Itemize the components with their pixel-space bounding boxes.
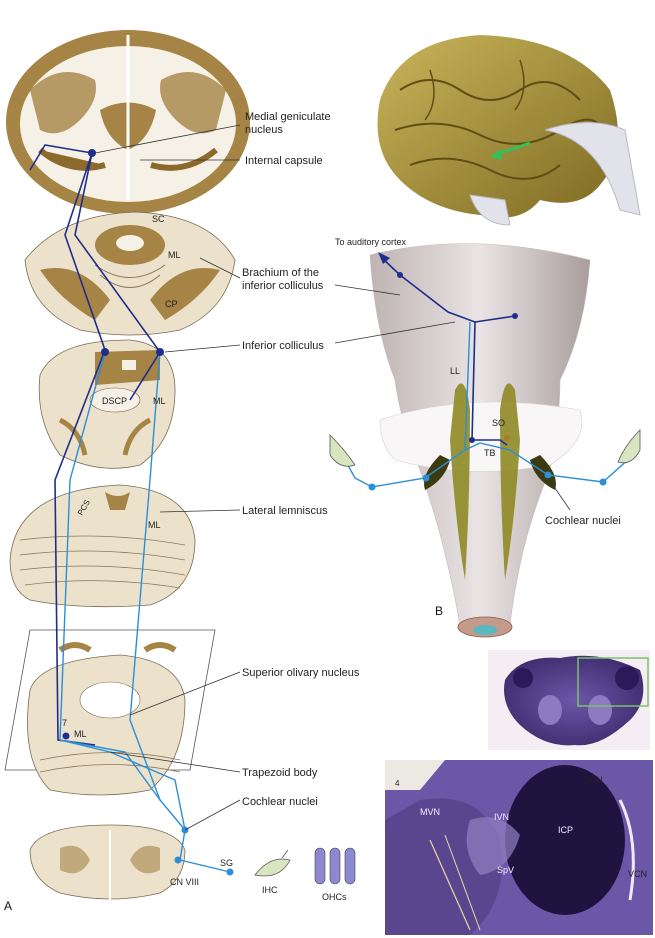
label-cochlear-nuclei-a: Cochlear nuclei bbox=[242, 796, 318, 808]
brainstem-3d bbox=[369, 243, 591, 638]
inner-hair-cell bbox=[254, 849, 291, 877]
label-brachium-2: inferior colliculus bbox=[242, 280, 324, 292]
panel-letter-a: A bbox=[4, 899, 12, 913]
label-ll: LL bbox=[450, 366, 460, 376]
label-cochlear-nuclei-b: Cochlear nuclei bbox=[545, 515, 621, 527]
label-seven: 7 bbox=[62, 718, 67, 728]
hair-cells-b bbox=[329, 429, 641, 467]
label-ml-2: ML bbox=[153, 396, 166, 406]
outer-hair-cells bbox=[314, 847, 356, 885]
label-ml-1: ML bbox=[168, 250, 181, 260]
label-spv: SpV bbox=[497, 865, 514, 875]
label-ml-4: ML bbox=[74, 729, 87, 739]
label-inferior-colliculus: Inferior colliculus bbox=[242, 340, 324, 352]
pons-upper-section bbox=[9, 484, 196, 608]
label-sc: SC bbox=[152, 214, 165, 224]
coronal-section bbox=[6, 30, 250, 214]
label-trapezoid-body: Trapezoid body bbox=[242, 767, 318, 779]
label-superior-olivary: Superior olivary nucleus bbox=[242, 667, 360, 679]
label-so: SO bbox=[492, 418, 505, 428]
label-ml-3: ML bbox=[148, 520, 161, 530]
label-cn-viii: CN VIII bbox=[170, 877, 199, 887]
label-ohcs: OHCs bbox=[322, 892, 347, 902]
label-tb: TB bbox=[484, 448, 496, 458]
histology-detail bbox=[385, 760, 653, 935]
label-ihc: IHC bbox=[262, 885, 278, 895]
medulla-section bbox=[29, 824, 186, 900]
histology-overview bbox=[488, 650, 650, 750]
label-icp: ICP bbox=[558, 825, 573, 835]
labels-b: To auditory cortex LL SO TB Cochlear nuc… bbox=[335, 237, 621, 618]
leader-lines-a bbox=[94, 124, 241, 831]
label-to-auditory-cortex: To auditory cortex bbox=[335, 237, 407, 247]
labels-histology: 4 MVN IVN ICP DCN SpV VCN bbox=[395, 775, 647, 879]
auditory-tract-lines-a bbox=[29, 144, 234, 876]
label-vcn: VCN bbox=[628, 869, 647, 879]
label-ivn: IVN bbox=[494, 812, 509, 822]
panel-letter-b: B bbox=[435, 604, 443, 618]
label-dscp: DSCP bbox=[102, 396, 127, 406]
label-medial-geniculate-2: nucleus bbox=[245, 124, 283, 136]
label-sg: SG bbox=[220, 858, 233, 868]
label-medial-geniculate-1: Medial geniculate bbox=[245, 111, 331, 123]
label-lateral-lemniscus: Lateral lemniscus bbox=[242, 505, 328, 517]
label-internal-capsule: Internal capsule bbox=[245, 155, 323, 167]
brain-photo bbox=[377, 35, 641, 226]
lower-pons-section bbox=[4, 629, 216, 796]
midbrain-section-superior-colliculus bbox=[24, 211, 236, 336]
label-four: 4 bbox=[395, 779, 400, 788]
labels-a: Medial geniculate nucleus Internal capsu… bbox=[4, 111, 360, 913]
leader-lines-b bbox=[334, 284, 571, 511]
inferior-colliculus-section bbox=[38, 339, 176, 469]
label-mvn: MVN bbox=[420, 807, 440, 817]
label-cp: CP bbox=[165, 299, 178, 309]
label-dcn: DCN bbox=[583, 775, 603, 785]
label-brachium-1: Brachium of the bbox=[242, 267, 319, 279]
